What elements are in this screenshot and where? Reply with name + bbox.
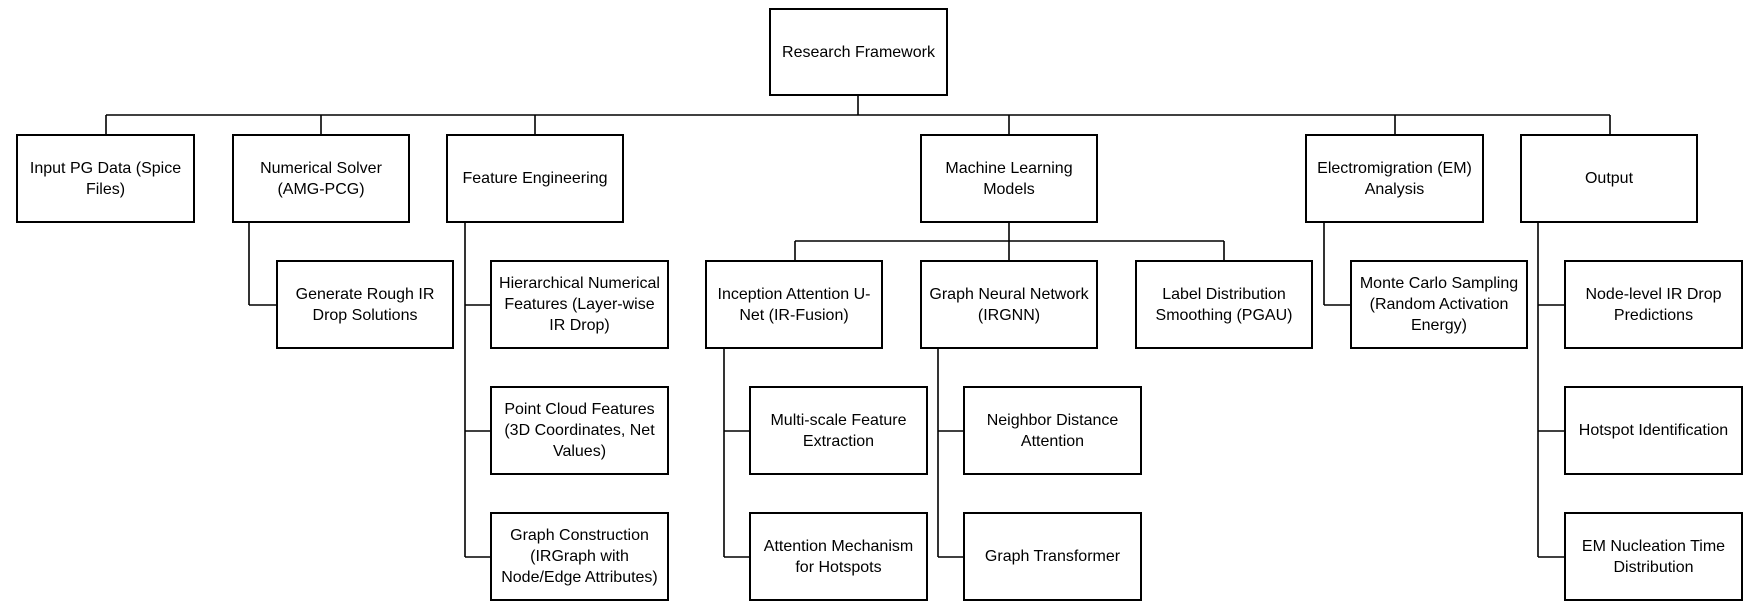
node-label: Hotspot Identification: [1578, 422, 1729, 439]
node-electromigration-analysis: Electromigration (EM) Analysis: [1305, 134, 1484, 223]
node-label-distribution-smoothing: Label Distribution Smoothing (PGAU): [1135, 260, 1313, 349]
node-generate-rough-ir-drop: Generate Rough IR Drop Solutions: [276, 260, 454, 349]
node-label: Machine Learning Models: [945, 159, 1073, 198]
node-graph-transformer: Graph Transformer: [963, 512, 1142, 601]
node-label: Graph Neural Network (IRGNN): [929, 285, 1089, 324]
node-point-cloud-features: Point Cloud Features (3D Coordinates, Ne…: [490, 386, 669, 475]
node-monte-carlo-sampling: Monte Carlo Sampling (Random Activation …: [1350, 260, 1528, 349]
node-graph-construction: Graph Construction (IRGraph with Node/Ed…: [490, 512, 669, 601]
root-node: Research Framework: [769, 8, 948, 96]
node-hotspot-identification: Hotspot Identification: [1564, 386, 1743, 475]
node-label: Feature Engineering: [462, 170, 608, 187]
node-output: Output: [1520, 134, 1698, 223]
node-numerical-solver: Numerical Solver (AMG-PCG): [232, 134, 410, 223]
node-label: Neighbor Distance Attention: [986, 411, 1119, 450]
node-feature-engineering: Feature Engineering: [446, 134, 624, 223]
node-label: Graph Construction (IRGraph with Node/Ed…: [501, 527, 658, 586]
node-input-pg-data: Input PG Data (Spice Files): [16, 134, 195, 223]
node-label: EM Nucleation Time Distribution: [1581, 537, 1726, 576]
node-ir-drop-predictions: Node-level IR Drop Predictions: [1564, 260, 1743, 349]
node-em-nucleation-time: EM Nucleation Time Distribution: [1564, 512, 1743, 601]
node-label: Point Cloud Features (3D Coordinates, Ne…: [504, 401, 655, 460]
node-machine-learning-models: Machine Learning Models: [920, 134, 1098, 223]
node-neighbor-distance-attention: Neighbor Distance Attention: [963, 386, 1142, 475]
node-label: Label Distribution Smoothing (PGAU): [1155, 285, 1293, 324]
node-hierarchical-numerical-features: Hierarchical Numerical Features (Layer-w…: [490, 260, 669, 349]
node-graph-neural-network: Graph Neural Network (IRGNN): [920, 260, 1098, 349]
node-label: Electromigration (EM) Analysis: [1317, 159, 1472, 198]
node-label: Generate Rough IR Drop Solutions: [295, 285, 435, 324]
node-label: Numerical Solver (AMG-PCG): [260, 159, 382, 198]
node-label: Monte Carlo Sampling (Random Activation …: [1359, 275, 1519, 334]
node-label: Output: [1584, 170, 1634, 187]
node-label: Input PG Data (Spice Files): [29, 159, 182, 198]
node-label: Multi-scale Feature Extraction: [770, 411, 907, 450]
node-multi-scale-feature-extraction: Multi-scale Feature Extraction: [749, 386, 928, 475]
node-label: Attention Mechanism for Hotspots: [763, 537, 914, 576]
node-inception-attention-unet: Inception Attention U-Net (IR-Fusion): [705, 260, 883, 349]
node-attention-mechanism-hotspots: Attention Mechanism for Hotspots: [749, 512, 928, 601]
node-label: Inception Attention U-Net (IR-Fusion): [717, 285, 871, 324]
node-label: Hierarchical Numerical Features (Layer-w…: [499, 275, 660, 334]
root-node-label: Research Framework: [782, 43, 935, 61]
node-label: Node-level IR Drop Predictions: [1585, 285, 1722, 324]
node-label: Graph Transformer: [984, 548, 1121, 565]
